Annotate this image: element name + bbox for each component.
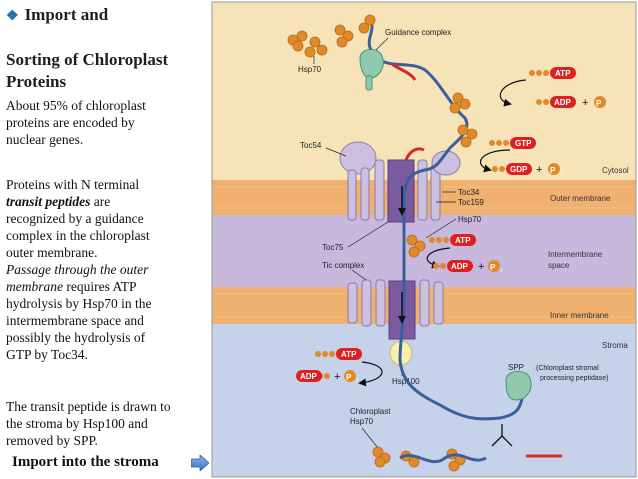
title-line-2: Sorting of Chloroplast: [6, 50, 169, 69]
guidance-complex: [359, 49, 384, 91]
adp-label: ADP: [554, 98, 572, 107]
cytosol-region: [212, 2, 636, 180]
toc75-channel: [387, 159, 415, 223]
adp-label: ADP: [300, 372, 318, 381]
atp-label: ATP: [455, 236, 471, 245]
text-column: ❖ Import and Sorting of Chloroplast Prote…: [0, 0, 210, 479]
toc34-label: Toc34: [458, 188, 480, 197]
slide-title: ❖ Import and: [6, 4, 108, 28]
spp-enzyme: [505, 371, 532, 401]
pi-sub: i: [607, 104, 608, 110]
hsp70-mid-label: Hsp70: [458, 215, 482, 224]
passage-term: Passage through the outer: [6, 262, 149, 277]
toc75-label: Toc75: [322, 243, 344, 252]
paragraph-nuclear-genes: About 95% of chloroplast proteins are en…: [6, 97, 206, 148]
cytosol-label: Cytosol: [602, 166, 629, 175]
p1-line: nuclear genes.: [6, 132, 84, 147]
p2-line: Proteins with N terminal: [6, 177, 140, 192]
p2-line: membrane requires ATP: [6, 278, 206, 295]
pi-label: P: [550, 166, 556, 175]
adp-label: ADP: [451, 262, 469, 271]
p3-line: removed by SPP.: [6, 433, 98, 448]
p2-line: complex in the chloroplast: [6, 228, 150, 243]
guidance-complex-label: Guidance complex: [385, 28, 451, 37]
pi-sub: i: [357, 378, 358, 384]
spp-label: SPP: [508, 363, 524, 372]
pi-label: P: [346, 373, 352, 382]
mature-protein: [399, 453, 487, 464]
pi-label: P: [596, 99, 602, 108]
gtp-label: GTP: [515, 139, 532, 148]
atp-label: ATP: [555, 69, 571, 78]
intermembrane-label: Intermembrane: [548, 250, 603, 259]
stroma-label: Stroma: [602, 341, 628, 350]
toc159-label: Toc159: [458, 198, 484, 207]
chloroplast-label: Chloroplast: [350, 407, 391, 416]
title-line-1: Import and: [24, 5, 109, 24]
transit-peptide-top: [391, 62, 417, 81]
footer-caption: Import into the stroma: [12, 454, 159, 470]
space-label: space: [548, 261, 570, 270]
p2-line: outer membrane.: [6, 245, 98, 260]
atp-hydrolysis-intermembrane: ATP ADP + P i: [426, 234, 502, 274]
gtp-hydrolysis: GTP GDP + P i: [479, 137, 562, 177]
stroma-region: [212, 324, 636, 477]
hsp70-bottom-label: Hsp70: [350, 417, 374, 426]
p2-line: intermembrane space and: [6, 313, 144, 328]
p2-line: possibly the hydrolysis of: [6, 330, 146, 345]
paragraph-hsp100-spp: The transit peptide is drawn to the stro…: [6, 398, 206, 449]
outer-membrane-label: Outer membrane: [550, 194, 611, 203]
plus-sign: +: [334, 371, 340, 383]
pi-sub: i: [561, 171, 562, 177]
diamond-bullet-icon: ❖: [6, 9, 19, 24]
tic-complex-label: Tic complex: [322, 261, 364, 270]
transit-peptide-entering: [404, 147, 425, 161]
atp-label: ATP: [341, 350, 357, 359]
chloroplast-hsp70-beads: [372, 446, 391, 468]
hsp70-top-label: Hsp70: [298, 65, 322, 74]
plus-sign: +: [582, 97, 588, 109]
gdp-label: GDP: [510, 165, 528, 174]
pi-sub: i: [501, 268, 502, 274]
p2-line: Passage through the outer: [6, 261, 206, 278]
p1-line: proteins are encoded by: [6, 115, 135, 130]
p3-line: The transit peptide is drawn to: [6, 399, 171, 414]
membrane-term: membrane: [6, 279, 63, 294]
atp-hydrolysis-stroma: ATP ADP + P i: [296, 348, 383, 387]
transit-peptides-term: transit peptides: [6, 194, 91, 209]
atp-hydrolysis-cytosol: ATP ADP + P i: [499, 67, 608, 110]
toc54-label: Toc54: [300, 141, 322, 150]
plus-sign: +: [478, 261, 484, 273]
toc-complex: [339, 141, 461, 223]
p1-line: About 95% of chloroplast: [6, 98, 146, 113]
p3-line: the stroma by Hsp100 and: [6, 416, 148, 431]
p2-line: GTP by Toc34.: [6, 347, 88, 362]
paragraph-transit-peptides: Proteins with N terminal transit peptide…: [6, 176, 206, 363]
p2-line: hydrolysis by Hsp70 in the: [6, 296, 152, 311]
title-line-3: Proteins: [6, 72, 67, 91]
chloroplast-import-diagram: Cytosol Outer membrane Intermembrane spa…: [210, 0, 638, 479]
p2-line: recognized by a guidance: [6, 211, 144, 226]
spp-fullname-line2: processing peptidase): [540, 375, 609, 382]
intermembrane-region: [212, 215, 636, 287]
spp-fullname-line1: (Chloroplast stromal: [536, 365, 599, 372]
p2-text: requires ATP: [63, 279, 137, 294]
p2-text: are: [90, 194, 111, 209]
plus-sign: +: [536, 164, 542, 176]
right-arrow-icon[interactable]: [191, 455, 209, 471]
precursor-protein-chain: [366, 16, 524, 421]
inner-membrane-label: Inner membrane: [550, 311, 609, 320]
p2-line: transit peptides are: [6, 193, 206, 210]
pi-label: P: [490, 263, 496, 272]
toc54-receptor: [339, 141, 377, 175]
